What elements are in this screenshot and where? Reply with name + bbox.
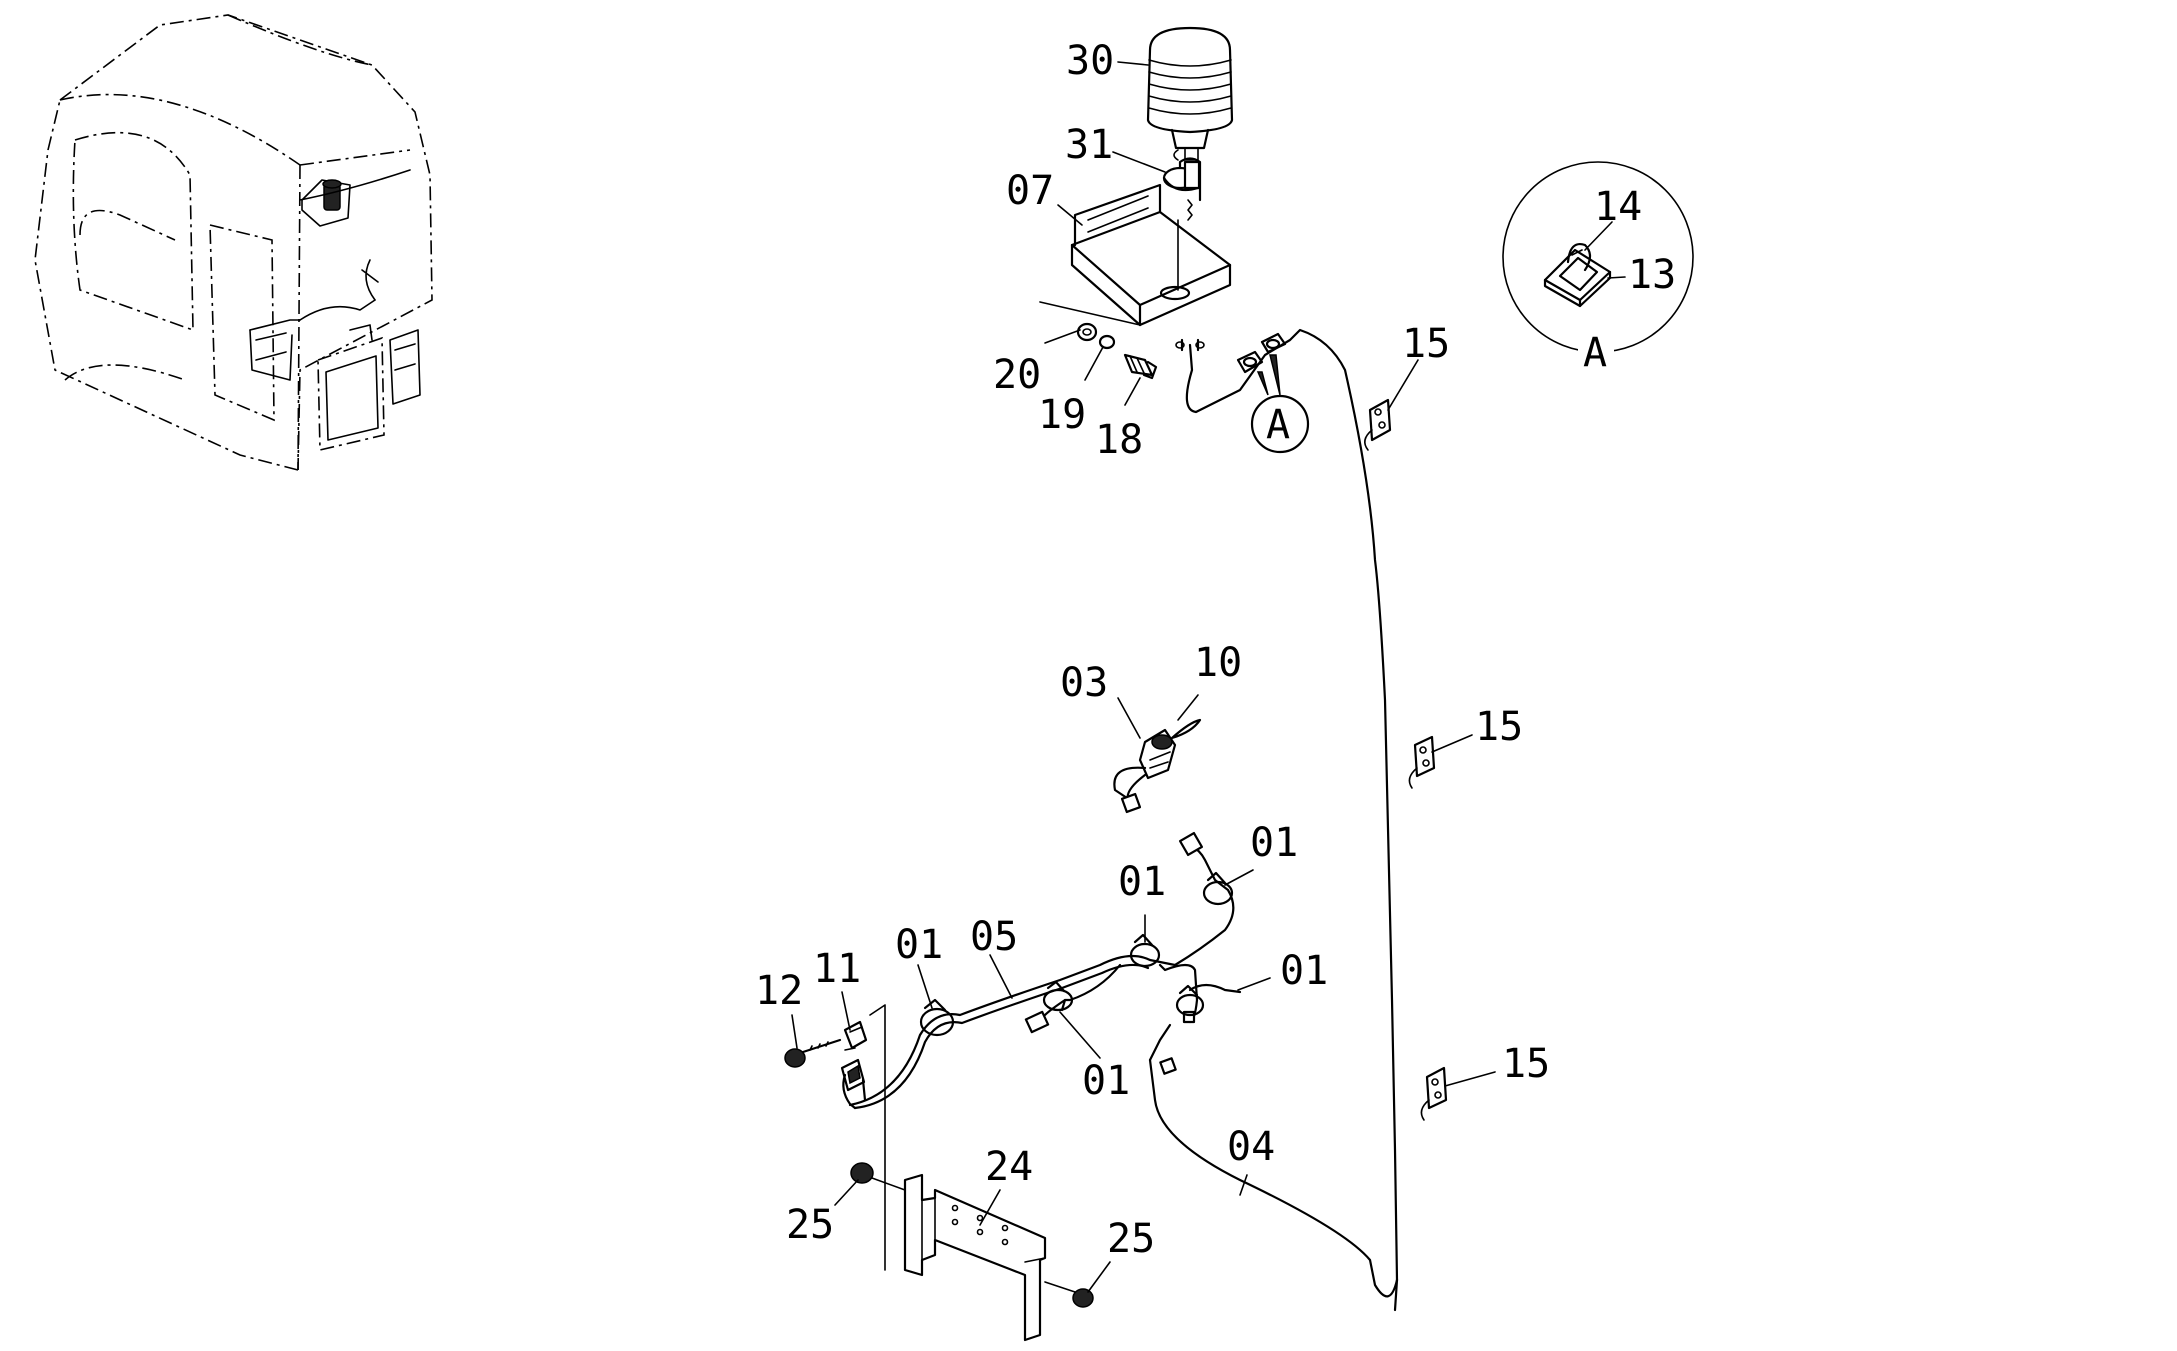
callout-18: 18 [1095, 417, 1143, 463]
detail-marker-a: A [1250, 394, 1310, 454]
callout-04: 04 [1227, 1124, 1275, 1170]
cable-04 [1148, 328, 1399, 1312]
harness-05 [842, 831, 1242, 1110]
clamp-01-set [919, 871, 1234, 1037]
callout-24: 24 [985, 1144, 1033, 1190]
callout-15-top: 15 [1402, 321, 1450, 367]
bolt-25-right [1044, 1281, 1094, 1308]
callout-25-right: 25 [1107, 1216, 1155, 1262]
callout-10: 10 [1194, 640, 1242, 686]
callout-14: 14 [1594, 184, 1642, 230]
screw-12 [784, 1038, 842, 1068]
callout-03: 03 [1060, 660, 1108, 706]
detail-a [1502, 161, 1694, 353]
clip-15-middle [1408, 735, 1436, 789]
callout-20: 20 [993, 352, 1041, 398]
clip-15-bottom [1420, 1066, 1448, 1121]
clamp-a [1236, 332, 1287, 396]
callout-07: 07 [1006, 168, 1054, 214]
plate-10 [1170, 718, 1202, 740]
bolt-25-left [850, 1162, 906, 1191]
callout-13: 13 [1628, 252, 1676, 298]
callout-15-middle: 15 [1475, 704, 1523, 750]
callout-25-left: 25 [786, 1202, 834, 1248]
callout-15-bottom: 15 [1502, 1041, 1550, 1087]
callout-01-right-top: 01 [1250, 820, 1298, 866]
switch-03 [1113, 728, 1177, 814]
bracket-07 [1039, 183, 1232, 327]
callout-01-left: 01 [895, 922, 943, 968]
callout-labels: 30 31 07 20 19 18 14 13 15 15 15 10 03 0… [755, 38, 1676, 1262]
bracket-24 [903, 1173, 1047, 1342]
connector-11 [840, 1020, 868, 1092]
callout-01-center: 01 [1118, 859, 1166, 905]
callout-31: 31 [1065, 122, 1113, 168]
bracket-line [869, 1004, 886, 1271]
callout-01-right-low: 01 [1280, 948, 1328, 994]
detail-view-label-text: A [1583, 330, 1607, 376]
callout-11: 11 [813, 946, 861, 992]
callout-30: 30 [1066, 38, 1114, 84]
bolt-18 [1123, 353, 1158, 380]
clip-15-top [1364, 398, 1392, 451]
beacon-lamp-30 [1146, 26, 1234, 161]
callout-05: 05 [970, 914, 1018, 960]
mounting-stand-31 [1162, 157, 1202, 221]
lock-washer-19 [1098, 334, 1116, 350]
leader-lines [791, 61, 1626, 1293]
detail-marker-a-label: A [1266, 402, 1290, 448]
detail-view-label: A [1578, 328, 1614, 376]
washer-20 [1076, 322, 1098, 342]
callout-01-bottom: 01 [1082, 1058, 1130, 1104]
cab-overview [34, 14, 433, 471]
callout-12: 12 [755, 968, 803, 1014]
callout-19: 19 [1038, 392, 1086, 438]
